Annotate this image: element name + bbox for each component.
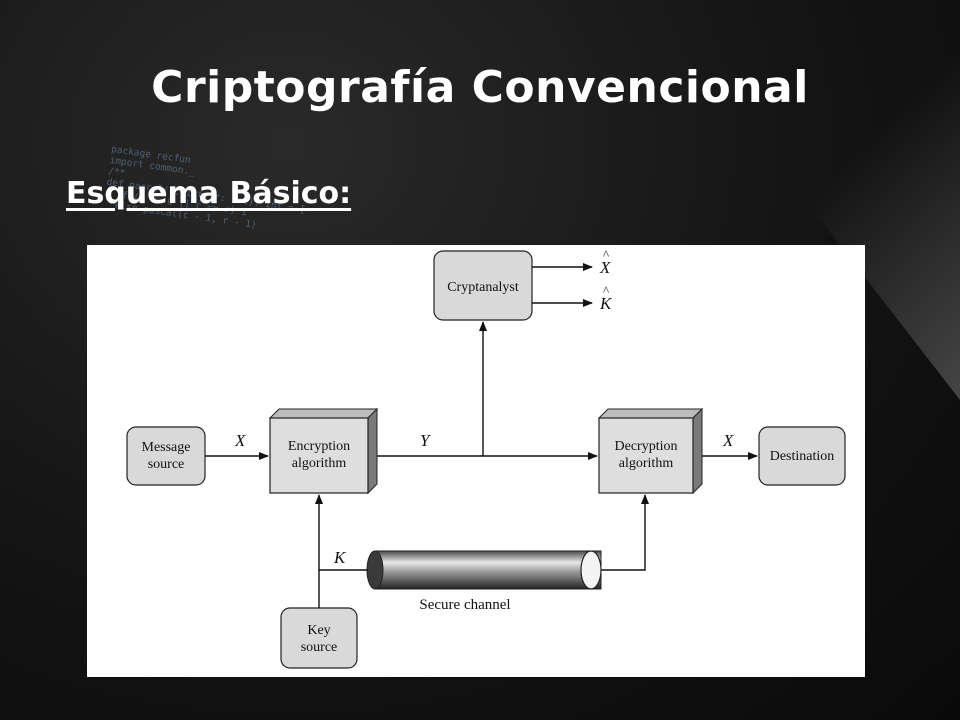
arrow-pipe-to-decryption: [601, 494, 649, 571]
decryption-line-1: Decryption: [615, 439, 678, 454]
label-k: K: [333, 548, 347, 567]
x-hat-caret: ^: [603, 247, 609, 262]
encryption-box: Encryption algorithm: [268, 407, 379, 495]
destination-box: Destination: [758, 426, 846, 486]
destination-label: Destination: [770, 449, 835, 464]
decryption-line-2: algorithm: [619, 456, 674, 471]
secure-channel-pipe: Secure channel: [366, 550, 602, 613]
diagram-svg: Message source Encryption algorithm Decr…: [126, 247, 846, 669]
label-y: Y: [420, 431, 431, 450]
slide-subtitle: Esquema Básico:: [66, 176, 352, 211]
cryptanalyst-box: Cryptanalyst: [433, 250, 533, 321]
encryption-line-2: algorithm: [292, 456, 347, 471]
message-source-box: Message source: [126, 426, 206, 486]
label-x-out: X: [722, 431, 734, 450]
cryptanalyst-label: Cryptanalyst: [447, 280, 519, 295]
connectors: [205, 263, 758, 608]
secure-channel-label: Secure channel: [419, 597, 510, 613]
key-source-box: Key source: [280, 607, 358, 669]
diagram-figure: Message source Encryption algorithm Decr…: [87, 245, 865, 677]
message-source-line-1: Message: [142, 440, 191, 455]
encryption-line-1: Encryption: [288, 439, 350, 454]
key-source-line-1: Key: [307, 623, 330, 638]
slide-title: Criptografía Convencional: [151, 62, 809, 113]
message-source-line-2: source: [148, 457, 185, 472]
key-source-line-2: source: [301, 640, 338, 655]
label-x-in: X: [234, 431, 246, 450]
decryption-box: Decryption algorithm: [597, 407, 704, 495]
k-hat-caret: ^: [603, 283, 609, 298]
label-k-hat: K: [599, 294, 613, 313]
label-x-hat: X: [599, 258, 611, 277]
